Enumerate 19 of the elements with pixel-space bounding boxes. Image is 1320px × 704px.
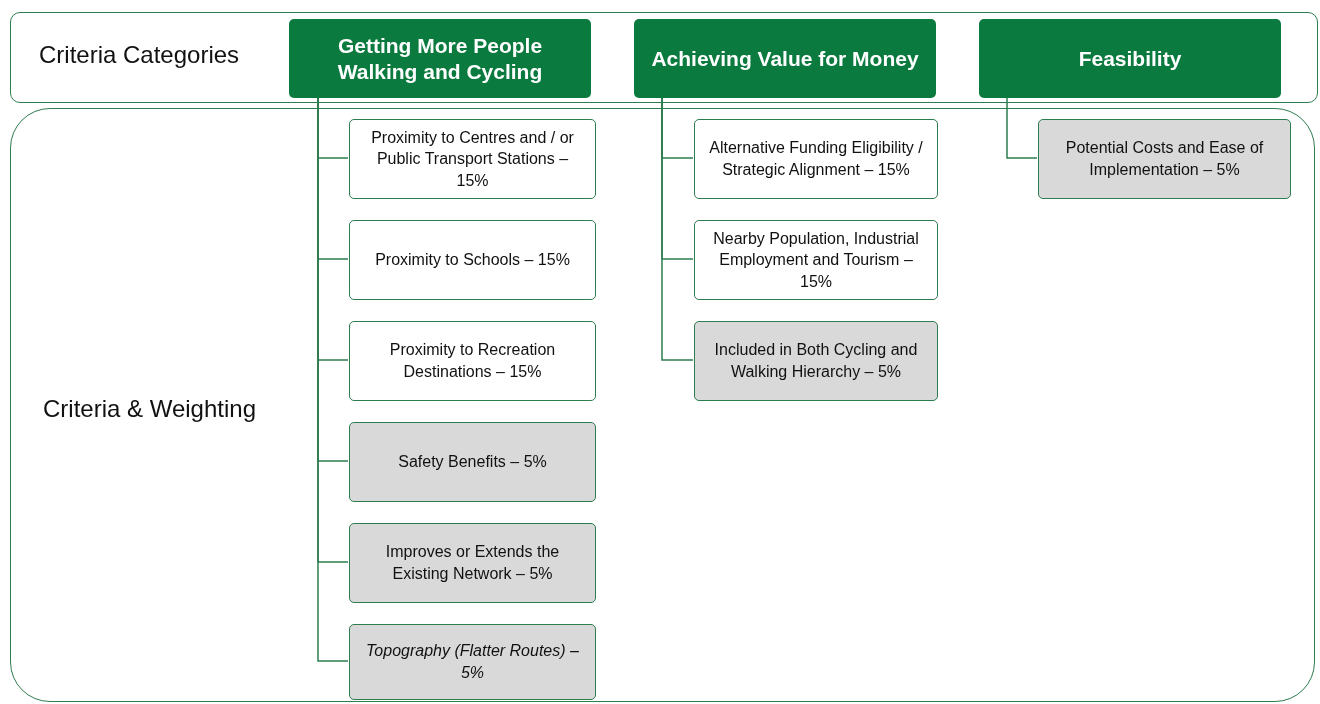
section-label: Criteria & Weighting (43, 395, 256, 423)
section-band (10, 108, 1315, 702)
section-band (10, 12, 1318, 103)
criterion-box: Alternative Funding Eligibility / Strategic Alignment – 15% (694, 119, 938, 199)
section-label: Criteria Categories (39, 41, 240, 69)
category-header: Getting More People Walking and Cycling (289, 19, 591, 98)
criterion-box: Nearby Population, Industrial Employment and Tourism – 15% (694, 220, 938, 300)
criterion-box: Proximity to Centres and / or Public Transport Stations – 15% (349, 119, 596, 199)
category-header: Feasibility (979, 19, 1281, 98)
criterion-box-shaded: Improves or Extends the Existing Network – 5% (349, 523, 596, 603)
criterion-box: Proximity to Schools – 15% (349, 220, 596, 300)
criterion-box-shaded: Included in Both Cycling and Walking Hierarchy – 5% (694, 321, 938, 401)
criterion-box-shaded: Potential Costs and Ease of Implementation – 5% (1038, 119, 1291, 199)
category-header: Achieving Value for Money (634, 19, 936, 98)
criterion-box-shaded: Topography (Flatter Routes) – 5% (349, 624, 596, 700)
criterion-box-shaded: Safety Benefits – 5% (349, 422, 596, 502)
criterion-box: Proximity to Recreation Destinations – 15% (349, 321, 596, 401)
connector-line (1006, 96, 1038, 159)
connector-line (661, 96, 694, 361)
